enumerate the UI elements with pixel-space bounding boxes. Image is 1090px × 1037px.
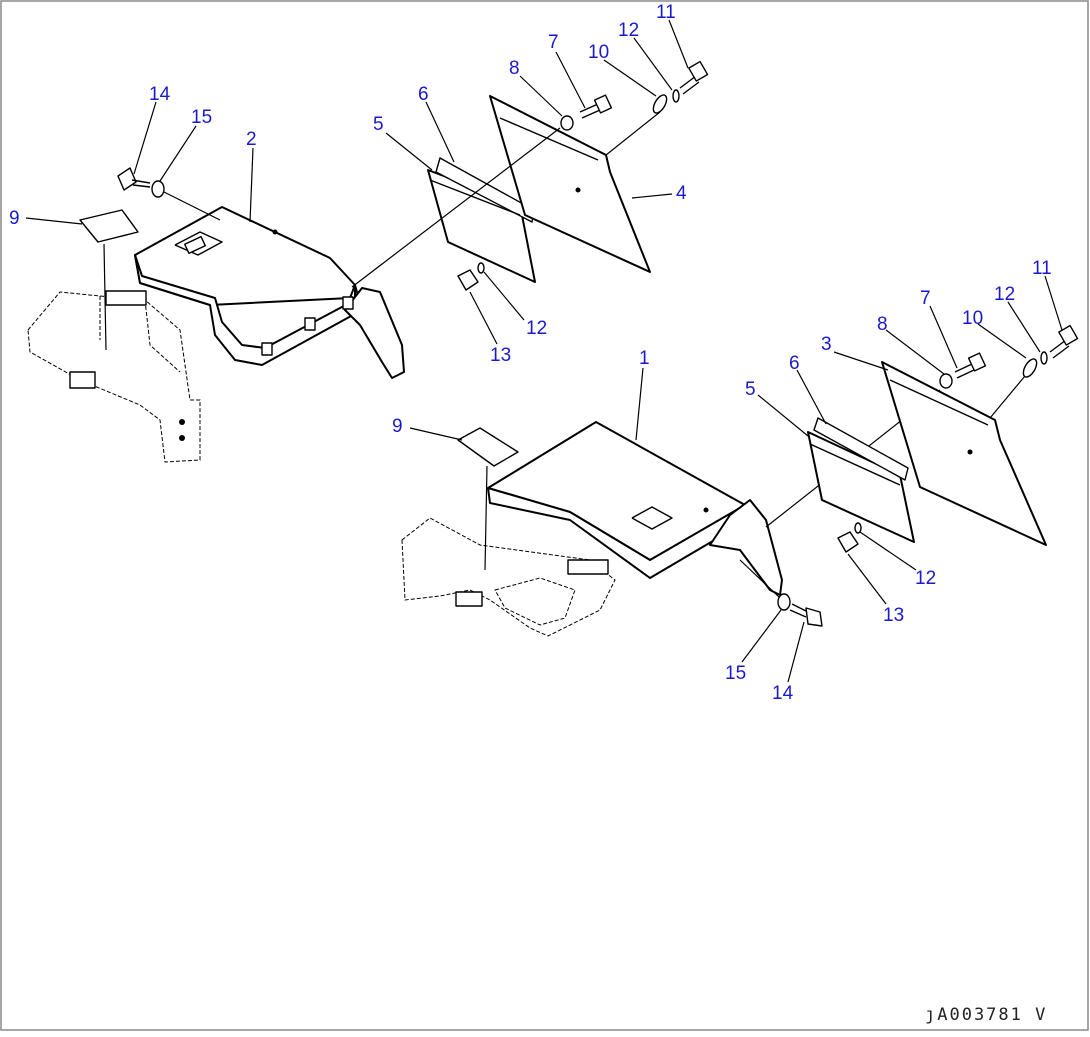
- callout-12: 12: [526, 318, 547, 339]
- right-nut-13: [837, 531, 859, 553]
- left-nut-8: [560, 115, 574, 131]
- left-label-plate: [79, 209, 139, 243]
- callout-9: 9: [392, 416, 403, 437]
- callout-8: 8: [877, 314, 888, 335]
- right-nut-8: [939, 373, 953, 389]
- callout-2: 2: [246, 129, 257, 150]
- left-springwasher-12b: [477, 262, 485, 274]
- callout-15: 15: [191, 107, 212, 128]
- callout-9: 9: [9, 208, 20, 229]
- left-bolt-14: [117, 167, 151, 191]
- callout-4: 4: [676, 183, 687, 204]
- right-bolt-7: [954, 352, 987, 379]
- callout-12: 12: [618, 20, 639, 41]
- callout-12: 12: [915, 568, 936, 589]
- right-bolt-11: [1049, 324, 1079, 359]
- callout-1: 1: [639, 348, 650, 369]
- left-nut-13: [457, 269, 479, 291]
- callout-14: 14: [772, 683, 794, 704]
- left-washer-15: [151, 180, 165, 198]
- right-washer-10: [1022, 358, 1038, 378]
- right-mudflap-3: [881, 361, 1047, 546]
- callout-3: 3: [821, 334, 832, 355]
- callout-5: 5: [745, 379, 756, 400]
- callout-7: 7: [548, 32, 559, 53]
- callout-7: 7: [920, 288, 931, 309]
- right-washer-15: [777, 593, 791, 611]
- callout-14: 14: [149, 84, 171, 105]
- drawing-id: ȷA003781 V: [925, 1005, 1047, 1025]
- callout-10: 10: [588, 42, 609, 63]
- right-strip-6: [813, 417, 909, 481]
- callout-labels: 14 15 2 9 5 6 8 7 10 12 11 4 12 13 1 9 3…: [9, 2, 1052, 704]
- callout-15: 15: [725, 663, 746, 684]
- callout-6: 6: [418, 84, 429, 105]
- left-mounting-frame: [27, 290, 201, 463]
- left-label-leader: [103, 243, 107, 351]
- left-mudflap-4: [489, 95, 651, 273]
- callout-13: 13: [883, 605, 904, 626]
- left-bolt-11: [679, 60, 709, 95]
- callout-leaders: [25, 19, 1063, 683]
- callout-11: 11: [1032, 258, 1052, 279]
- callout-6: 6: [789, 353, 800, 374]
- right-mounting-frame: [401, 517, 616, 637]
- callout-10: 10: [962, 308, 983, 329]
- left-springwasher-12: [672, 89, 680, 103]
- callout-8: 8: [509, 58, 520, 79]
- callout-13: 13: [490, 345, 511, 366]
- callout-11: 11: [656, 2, 676, 23]
- callout-12: 12: [994, 284, 1015, 305]
- right-springwasher-12b: [854, 522, 862, 534]
- right-fender-body: [487, 421, 783, 596]
- left-assembly: [27, 60, 709, 463]
- right-label-plate: [457, 427, 519, 467]
- left-bolt-7: [579, 94, 613, 119]
- left-strip-6: [435, 157, 535, 223]
- right-springwasher-12: [1040, 351, 1048, 365]
- callout-5: 5: [373, 114, 384, 135]
- left-washer-10: [652, 94, 668, 114]
- right-bolt-14: [789, 603, 823, 627]
- right-assembly: [401, 324, 1079, 637]
